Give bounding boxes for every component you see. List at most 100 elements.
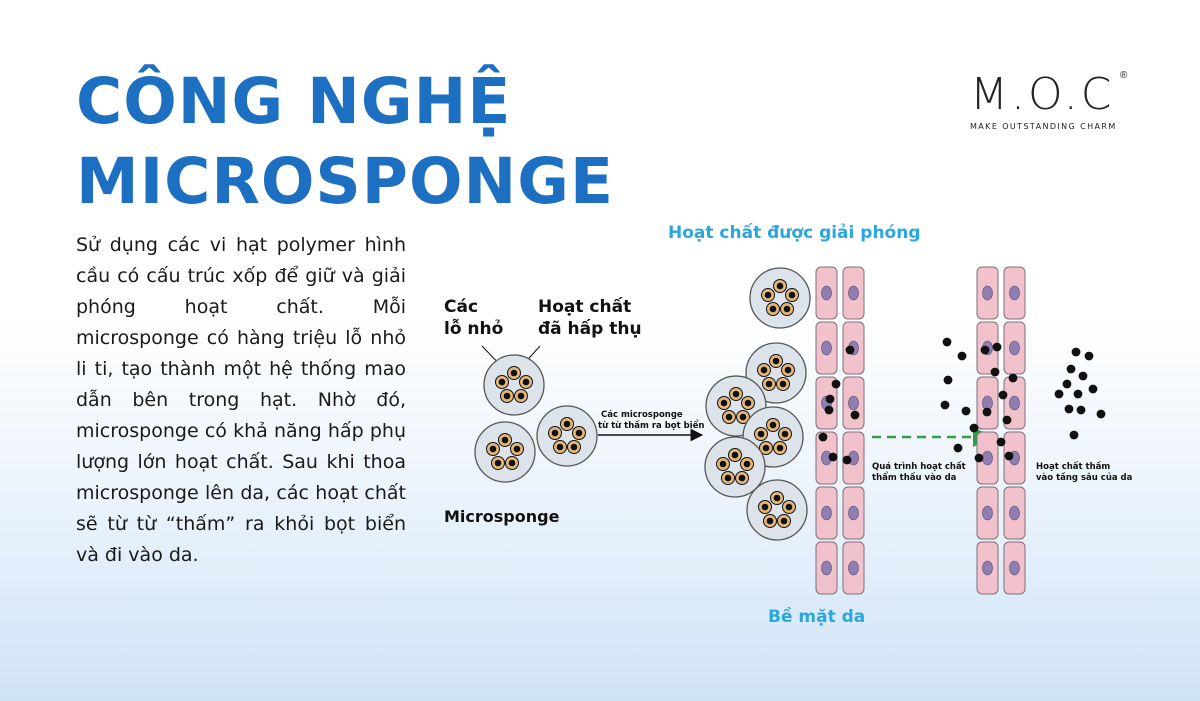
cell-nucleus <box>821 505 832 521</box>
absorbed-particle <box>765 380 773 388</box>
label-microsponge: Microsponge <box>444 507 560 526</box>
cell-nucleus <box>1009 560 1020 576</box>
cell-nucleus <box>1009 505 1020 521</box>
absorbed-particle <box>731 451 739 459</box>
microsponge <box>536 405 598 467</box>
absorbed-particle <box>501 436 509 444</box>
title-line-2: MICROSPONGE <box>76 145 615 218</box>
active-particle <box>1002 415 1012 425</box>
absorbed-particle <box>498 378 506 386</box>
absorbed-particle <box>720 399 728 407</box>
label-released: Hoạt chất được giải phóng <box>668 222 921 243</box>
absorbed-particle <box>724 474 732 482</box>
active-particle <box>1078 371 1088 381</box>
active-particle <box>1069 430 1079 440</box>
absorbed-particle <box>766 517 774 525</box>
absorbed-particle <box>788 291 796 299</box>
absorbed-particle <box>508 459 516 467</box>
absorbed-particle <box>779 380 787 388</box>
cell-nucleus <box>848 395 859 411</box>
absorbed-particle <box>760 366 768 374</box>
cell-nucleus <box>848 560 859 576</box>
absorbed-particle <box>738 474 746 482</box>
absorbed-particle <box>556 443 564 451</box>
absorbed-particle <box>776 282 784 290</box>
absorbed-particle <box>575 429 583 437</box>
page-title: CÔNG NGHỆ MICROSPONGE <box>76 62 614 222</box>
active-particle <box>943 375 953 385</box>
active-particle <box>818 432 828 442</box>
active-particle <box>1066 364 1076 374</box>
absorbed-particle <box>764 291 772 299</box>
microsponge <box>749 267 811 329</box>
label-absorbed-line-2: đã hấp thụ <box>538 318 642 339</box>
skin-layers <box>815 266 1026 595</box>
penetration-label-line-2: thẩm thấu vào da <box>872 472 957 483</box>
active-particle <box>953 443 963 453</box>
absorbed-particle <box>757 430 765 438</box>
absorbed-particle <box>784 366 792 374</box>
absorbed-particle <box>769 421 777 429</box>
deep-label-line-2: vào tầng sâu của da <box>1036 472 1133 483</box>
absorbed-particle <box>780 517 788 525</box>
active-particle <box>992 342 1002 352</box>
cell-nucleus <box>821 285 832 301</box>
active-particle <box>942 337 952 347</box>
active-particle <box>831 379 841 389</box>
arrow-label-line-1: Các microsponge <box>601 410 683 420</box>
active-particle <box>1062 379 1072 389</box>
active-particle <box>1071 347 1081 357</box>
absorbed-particle <box>551 429 559 437</box>
absorbed-particle <box>563 420 571 428</box>
brand-logo: M.O.C ® MAKE OUTSTANDING CHARM <box>970 70 1140 140</box>
cell-nucleus <box>821 560 832 576</box>
cell-nucleus <box>982 505 993 521</box>
active-particle <box>1088 384 1098 394</box>
active-particle <box>980 345 990 355</box>
active-particle <box>850 410 860 420</box>
microsponge <box>474 421 536 483</box>
absorbed-particle <box>743 460 751 468</box>
active-particle <box>996 437 1006 447</box>
active-particle <box>1054 389 1064 399</box>
active-particle <box>1008 373 1018 383</box>
absorbed-particle <box>503 392 511 400</box>
absorbed-particle <box>494 459 502 467</box>
absorbed-particle <box>744 399 752 407</box>
absorbed-particle <box>739 413 747 421</box>
logo-mark: M.O.C <box>970 69 1115 120</box>
absorbed-particle <box>773 494 781 502</box>
absorbed-particle <box>781 430 789 438</box>
absorbed-particle <box>783 305 791 313</box>
label-absorbed-line-1: Hoạt chất <box>538 296 631 317</box>
cell-nucleus <box>848 505 859 521</box>
active-particle <box>1064 404 1074 414</box>
active-particle <box>974 453 984 463</box>
active-particle <box>998 390 1008 400</box>
microsponge <box>483 354 545 416</box>
active-particle <box>940 400 950 410</box>
absorbed-particle <box>725 413 733 421</box>
logo-tagline: MAKE OUTSTANDING CHARM <box>970 122 1117 131</box>
active-particle <box>1073 389 1083 399</box>
deep-label-line-1: Hoạt chất thấm <box>1036 461 1110 472</box>
label-skin-surface: Bề mặt da <box>768 606 865 627</box>
absorbed-particle <box>776 444 784 452</box>
absorbed-particle <box>510 369 518 377</box>
penetration-label-line-1: Quá trình hoạt chất <box>872 461 966 472</box>
title-line-1: CÔNG NGHỆ <box>76 65 512 138</box>
active-particle <box>824 405 834 415</box>
active-particle <box>825 394 835 404</box>
cell-nucleus <box>1009 340 1020 356</box>
absorbed-particle <box>732 390 740 398</box>
arrow-label-line-2: từ từ thấm ra bọt biển <box>598 419 704 431</box>
absorbed-particle <box>761 503 769 511</box>
active-particles <box>818 337 1106 465</box>
absorbed-particle <box>570 443 578 451</box>
absorbed-particle <box>517 392 525 400</box>
microsponge <box>746 479 808 541</box>
registered-mark: ® <box>1120 70 1128 81</box>
active-particle <box>1076 405 1086 415</box>
absorbed-particle <box>785 503 793 511</box>
